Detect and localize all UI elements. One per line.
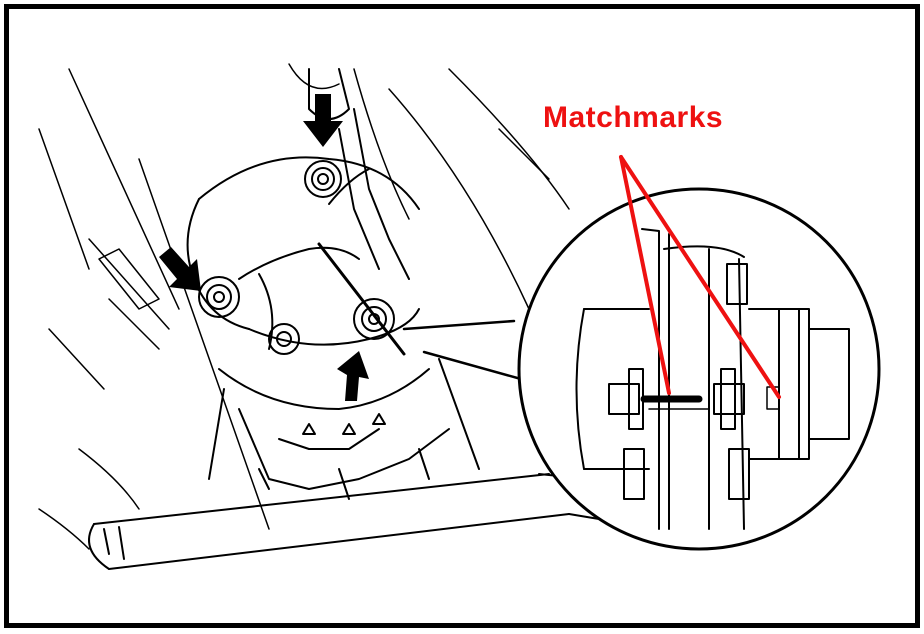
- arrow-icon: [337, 351, 369, 401]
- magnified-flange-detail: [575, 228, 850, 530]
- cross-member: [88, 473, 600, 570]
- background-outline: [38, 63, 570, 550]
- service-diagram-frame: Matchmarks: [4, 4, 920, 628]
- bolt-icon: [198, 276, 240, 318]
- bolt-icon: [268, 323, 300, 355]
- bolt-icon: [304, 160, 342, 198]
- differential-housing: [186, 156, 480, 500]
- arrow-icon: [303, 94, 343, 147]
- arrow-icon: [159, 247, 201, 291]
- flange-matchmark-line: [317, 242, 406, 356]
- drivetrain-illustration: [38, 63, 881, 570]
- matchmark-pointer-lines: [619, 155, 781, 399]
- matchmarks-label: Matchmarks: [543, 101, 724, 134]
